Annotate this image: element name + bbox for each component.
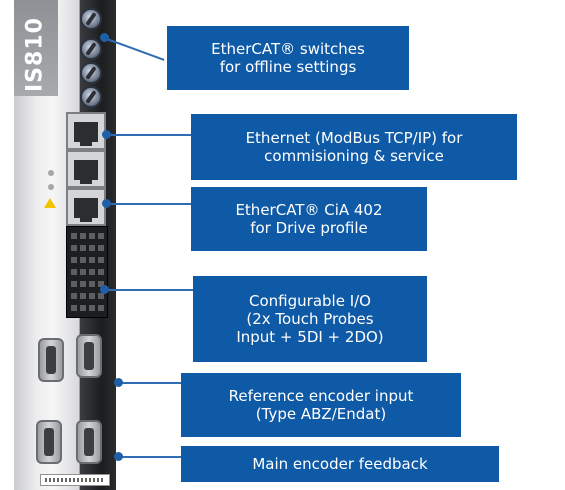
leader-dot bbox=[102, 199, 111, 208]
rotary-switch-icon bbox=[80, 62, 102, 84]
ethernet-port-icon bbox=[66, 188, 106, 226]
callout-configurable-io: Configurable I/O (2x Touch Probes Input … bbox=[193, 276, 427, 362]
callout-line: EtherCAT® CiA 402 bbox=[235, 201, 383, 219]
callout-line: Reference encoder input bbox=[228, 387, 414, 405]
leader-line-configurable-io bbox=[104, 289, 194, 291]
callout-line: commisioning & service bbox=[264, 147, 444, 165]
callout-main-encoder: Main encoder feedback bbox=[181, 446, 499, 482]
rotary-switch-icon bbox=[80, 86, 102, 108]
leader-dot bbox=[114, 452, 123, 461]
leader-line-ethercat-cia402 bbox=[106, 203, 192, 205]
callout-line: (Type ABZ/Endat) bbox=[255, 405, 387, 423]
rotary-switch-icon bbox=[80, 38, 102, 60]
ethernet-port-icon bbox=[66, 112, 106, 150]
ethernet-port-icon bbox=[66, 150, 106, 188]
callout-line: EtherCAT® switches bbox=[211, 40, 365, 58]
callout-ethercat-switches: EtherCAT® switches for offline settings bbox=[167, 26, 409, 90]
callout-reference-encoder: Reference encoder input (Type ABZ/Endat) bbox=[181, 373, 461, 437]
callout-line: for offline settings bbox=[219, 58, 357, 76]
leader-dot bbox=[100, 285, 109, 294]
drive-device: IS810 bbox=[14, 0, 116, 490]
callout-line: Configurable I/O bbox=[249, 292, 371, 310]
callout-line: (2x Touch Probes bbox=[246, 310, 374, 328]
callout-line: Ethernet (ModBus TCP/IP) for bbox=[245, 129, 463, 147]
d-sub-connector-icon bbox=[36, 420, 62, 464]
callout-ethernet: Ethernet (ModBus TCP/IP) for commisionin… bbox=[191, 114, 517, 180]
d-sub-connector-icon bbox=[76, 420, 102, 464]
leader-line-reference-encoder bbox=[118, 382, 182, 384]
warning-icon bbox=[44, 198, 56, 208]
callout-line: Input + 5DI + 2DO) bbox=[236, 328, 384, 346]
serial-barcode-label bbox=[40, 474, 110, 486]
callout-line: Main encoder feedback bbox=[252, 455, 428, 473]
status-led bbox=[48, 170, 54, 176]
callout-ethercat-cia402: EtherCAT® CiA 402 for Drive profile bbox=[191, 187, 427, 251]
leader-line-ethernet bbox=[106, 134, 192, 136]
leader-line-main-encoder bbox=[118, 456, 182, 458]
terminal-block-icon bbox=[66, 226, 108, 318]
d-sub-connector-icon bbox=[76, 334, 102, 378]
leader-dot bbox=[100, 33, 109, 42]
callout-line: for Drive profile bbox=[250, 219, 368, 237]
device-label-strip bbox=[14, 0, 58, 96]
rotary-switch-icon bbox=[80, 8, 102, 30]
device-model-label: IS810 bbox=[22, 17, 48, 93]
leader-dot bbox=[114, 378, 123, 387]
d-sub-connector-icon bbox=[38, 338, 64, 382]
leader-dot bbox=[102, 130, 111, 139]
status-led bbox=[48, 184, 54, 190]
